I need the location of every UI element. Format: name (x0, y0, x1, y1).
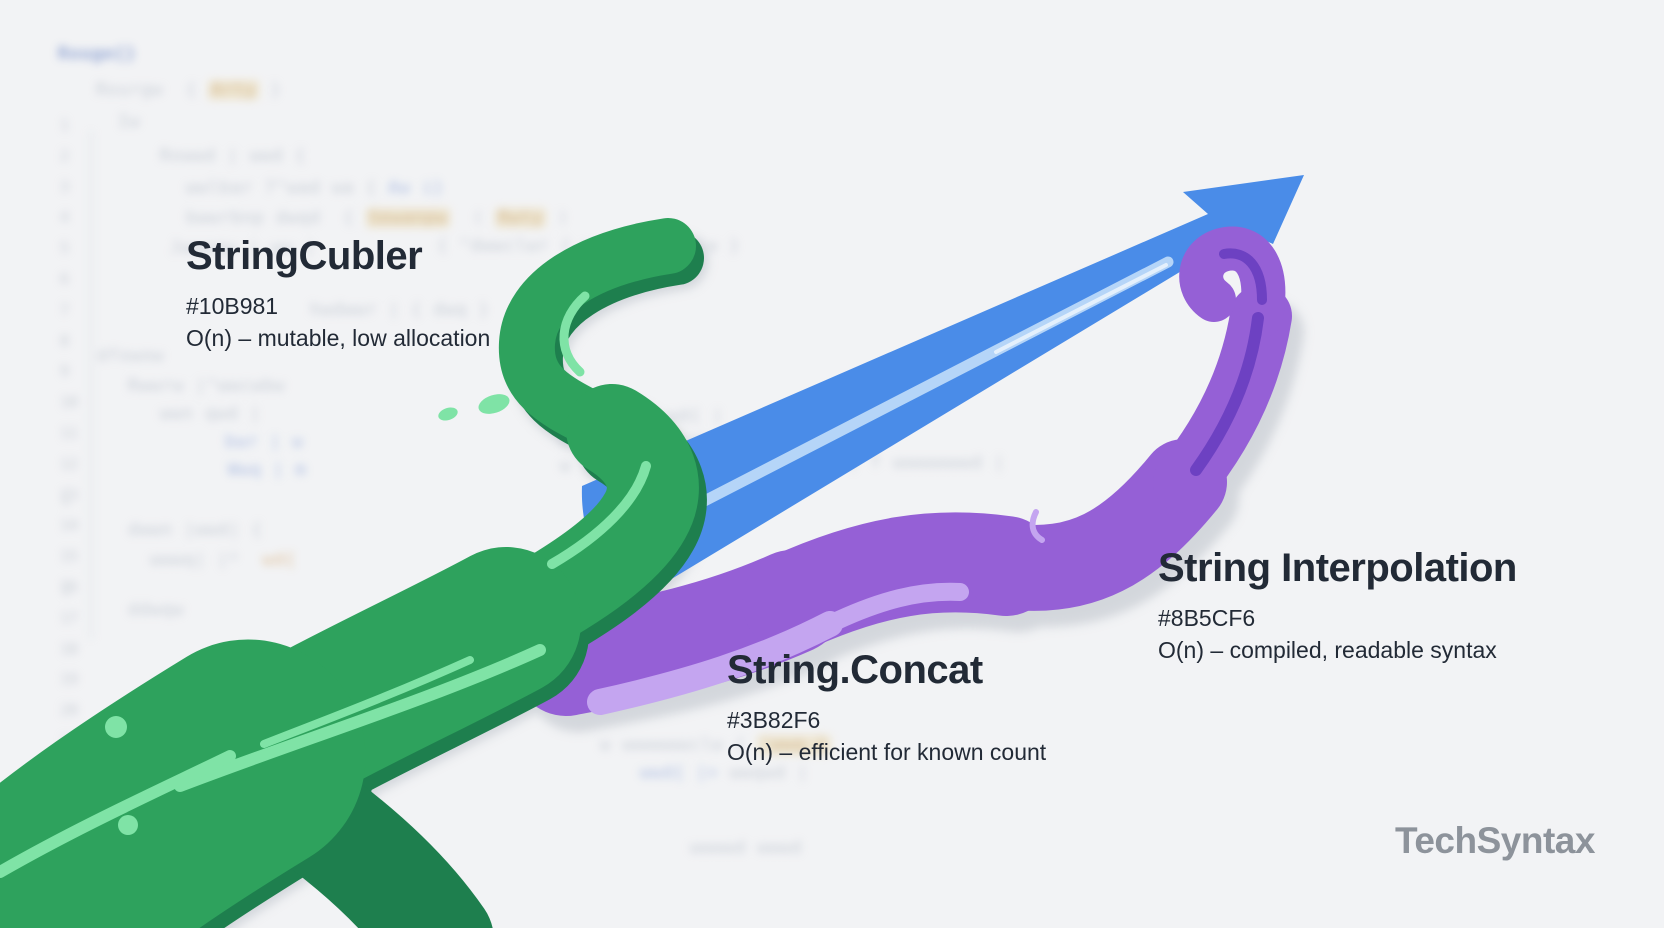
branch-complexity-note: O(n) – mutable, low allocation (186, 325, 491, 352)
branch-hex-code: #3B82F6 (727, 707, 821, 733)
branch-label-string-concat: String.Concat #3B82F6 O(n) – efficient f… (727, 648, 1046, 766)
branch-hex-code: #8B5CF6 (1158, 605, 1256, 631)
interpolation-ribbon-folds (1190, 248, 1267, 476)
branch-hex-code: #10B981 (186, 293, 279, 319)
branch-title: String Interpolation (1158, 546, 1517, 590)
branch-complexity-note: O(n) – efficient for known count (727, 739, 1047, 766)
brand-watermark: TechSyntax (1395, 820, 1595, 861)
branch-title: String.Concat (727, 648, 983, 692)
branch-label-stringbuilder: StringCubler #10B981 O(n) – mutable, low… (186, 234, 490, 352)
interpolation-ribbon-highlights (587, 509, 1045, 715)
stringbuilder-river-droplets (105, 394, 510, 835)
concat-arrow-stripe-bright (994, 263, 1168, 354)
branch-title: StringCubler (186, 234, 423, 278)
stringbuilder-river-highlights (0, 291, 651, 878)
branch-label-string-interpolation: String Interpolation #8B5CF6 O(n) – comp… (1158, 546, 1517, 664)
branch-complexity-note: O(n) – compiled, readable syntax (1158, 637, 1497, 664)
concat-arrow (581, 175, 1304, 598)
